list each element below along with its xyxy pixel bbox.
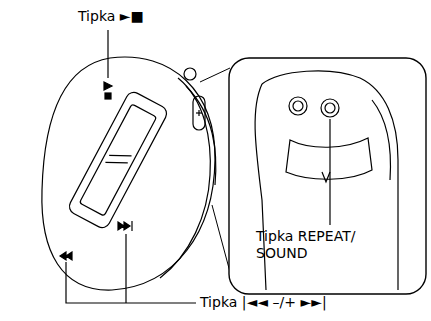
leader-line: [125, 234, 126, 303]
button-label: Tipka ►■: [78, 8, 144, 25]
play-stop-button: [104, 82, 112, 90]
leader-line: [66, 262, 196, 303]
leader-line: [107, 30, 108, 78]
player-back-view: [255, 71, 398, 290]
button-hole: [289, 97, 307, 115]
button-label: Tipka REPEAT/ SOUND: [256, 228, 374, 262]
repeat-sound-button: [321, 99, 339, 117]
rewind-button: [60, 252, 72, 260]
display: [67, 90, 170, 231]
forward-button: [118, 222, 130, 230]
jack: [184, 68, 196, 80]
player-body: [42, 57, 215, 290]
detail-inset: [229, 58, 426, 294]
leader-line: [329, 119, 330, 225]
volume-button: [193, 96, 205, 130]
button-label: Tipka |◄◄ –/+ ►►|: [200, 294, 327, 311]
